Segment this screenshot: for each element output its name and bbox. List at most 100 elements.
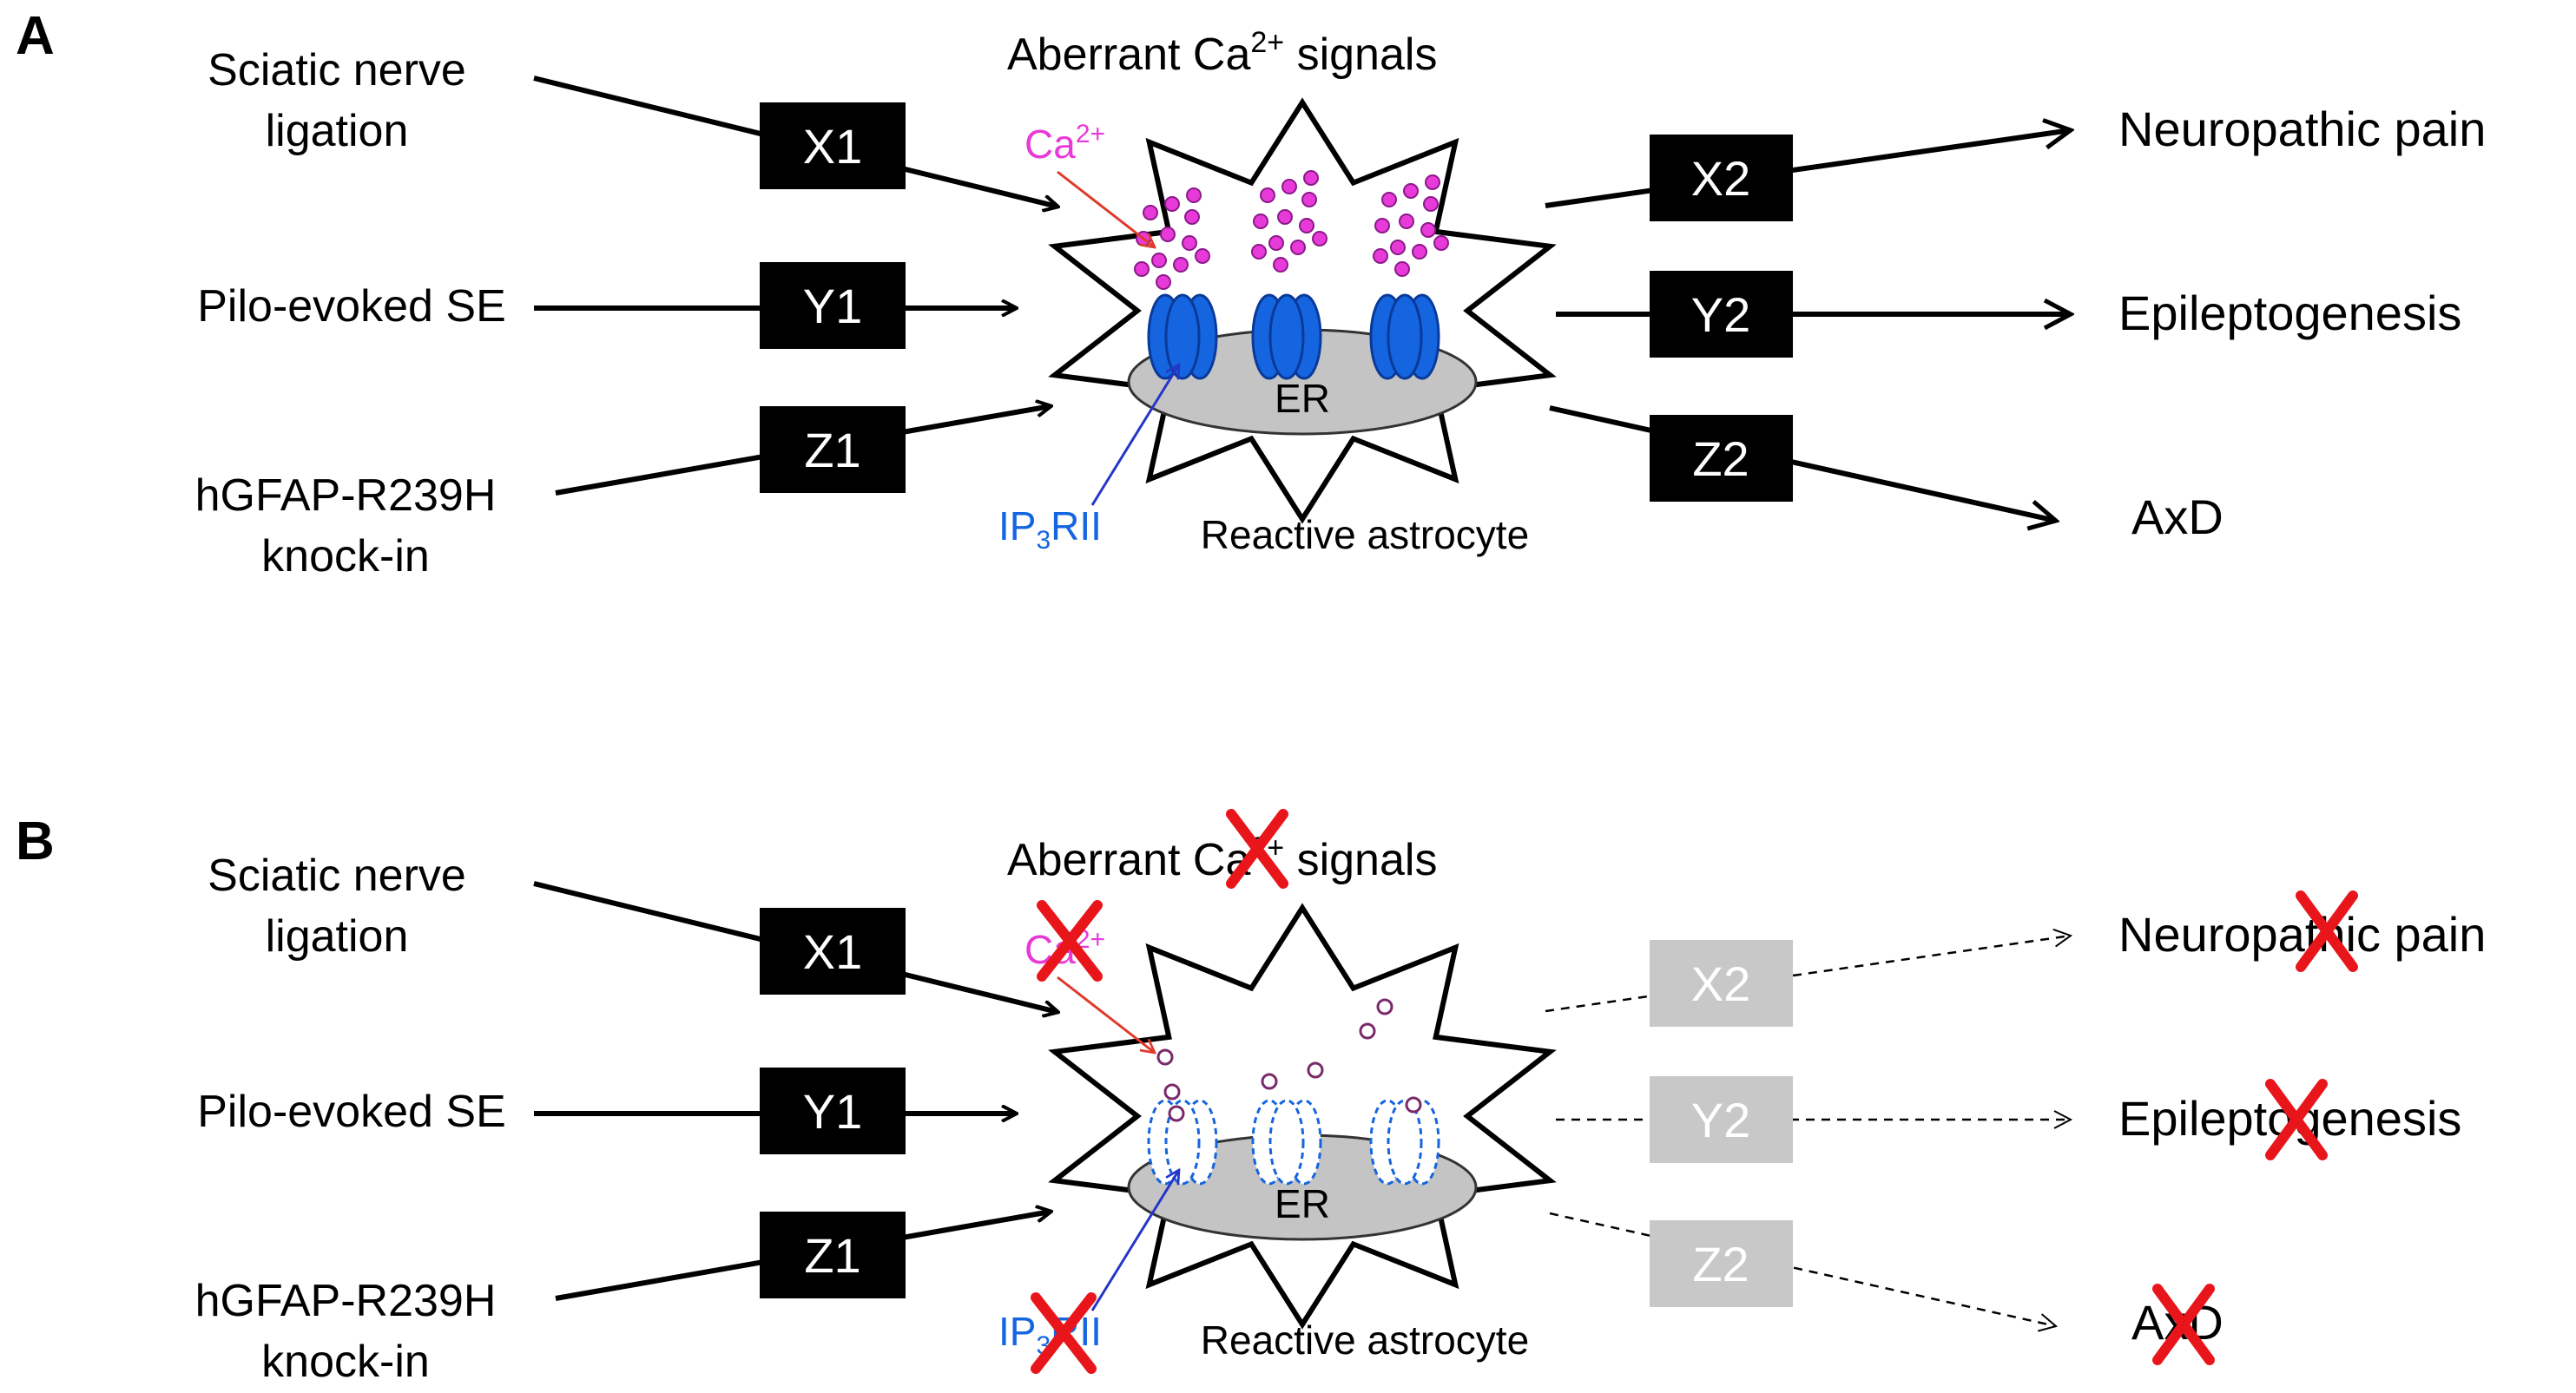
input-box-label-2: Y1 [803, 1084, 863, 1139]
calcium-dot [1186, 187, 1202, 203]
output-box-label-2: Y2 [1691, 287, 1751, 342]
ca-label-superscript: 2+ [1076, 120, 1105, 148]
ip3r-channel-1 [1147, 293, 1218, 380]
calcium-dot [1290, 240, 1306, 255]
calcium-dot [1277, 209, 1293, 225]
cross-icon-epileptogenesis [2265, 1079, 2328, 1160]
ip3r-channel-2 [1251, 293, 1322, 380]
calcium-dot [1273, 257, 1288, 273]
input-label-2-line-1: Pilo-evoked SE [197, 281, 506, 332]
title-main: Aberrant Ca [1007, 835, 1250, 885]
input-label-1-line-1: Sciatic nerve [208, 45, 466, 95]
output-arrow-3 [1549, 1212, 2059, 1332]
astrocyte-label: Reactive astrocyte [1201, 512, 1529, 557]
calcium-dot [1151, 253, 1167, 268]
ip3r-channel-1 [1147, 1099, 1218, 1186]
ip3rii-pointer-arrow [1090, 365, 1179, 506]
ip3r-channel-2 [1251, 1099, 1322, 1186]
output-box-label-3: Z2 [1692, 1237, 1749, 1291]
cross-icon-axd [2152, 1284, 2215, 1365]
input-box-z1 [760, 406, 906, 493]
calcium-dot-residual [1405, 1096, 1422, 1114]
input-box-label-1: X1 [803, 119, 863, 174]
input-label-3-line-1: hGFAP-R239H [195, 470, 497, 521]
input-label-1-line-2: ligation [266, 911, 409, 962]
ip3rii-pointer-arrow [1090, 1170, 1179, 1311]
calcium-dot [1164, 196, 1180, 212]
calcium-dot-residual [1376, 998, 1393, 1015]
output-box-y2 [1650, 271, 1793, 358]
calcium-dot-residual [1261, 1073, 1278, 1090]
calcium-dot [1312, 231, 1328, 246]
input-label-1-line-1: Sciatic nerve [208, 851, 466, 901]
calcium-dot-residual [1168, 1105, 1185, 1122]
calcium-dot [1403, 183, 1419, 199]
astrocyte-label: Reactive astrocyte [1201, 1317, 1529, 1363]
ca-pointer-arrow [1057, 170, 1155, 247]
calcium-dot-residual [1156, 1048, 1174, 1066]
er-label: ER [1275, 1181, 1330, 1226]
calcium-dot [1184, 209, 1200, 225]
input-label-1-line-2: ligation [266, 106, 409, 156]
ca-label: Ca2+ [1024, 120, 1105, 167]
input-box-label-1: X1 [803, 924, 863, 979]
output-box-z2 [1650, 415, 1793, 502]
ip3r-channel-3 [1369, 1099, 1440, 1186]
calcium-dot [1394, 261, 1410, 277]
calcium-dot [1412, 244, 1427, 260]
input-label-3-line-2: knock-in [261, 531, 430, 582]
input-box-y1 [760, 1068, 906, 1154]
input-box-y1 [760, 262, 906, 349]
calcium-dot [1268, 235, 1284, 251]
cross-icon-neuropathic-pain [2296, 890, 2358, 972]
output-box-x2 [1650, 940, 1793, 1027]
input-box-label-3: Z1 [804, 1228, 860, 1283]
calcium-dot [1182, 235, 1197, 251]
calcium-dot [1390, 240, 1406, 255]
ip3rii-label-suffix: RII [1051, 503, 1102, 549]
calcium-dot [1374, 218, 1390, 233]
output-box-label-1: X2 [1691, 151, 1751, 206]
cross-icon-title [1226, 809, 1288, 889]
calcium-dot [1260, 187, 1275, 203]
output-box-label-1: X2 [1691, 956, 1751, 1011]
ip3rii-label-prefix: IP [998, 1309, 1036, 1354]
calcium-dot [1299, 218, 1314, 233]
output-box-label-3: Z2 [1692, 431, 1749, 486]
input-box-z1 [760, 1212, 906, 1298]
output-box-y2 [1650, 1076, 1793, 1163]
calcium-dot [1301, 192, 1317, 207]
calcium-dot [1381, 192, 1397, 207]
panel_b-label: B [16, 811, 55, 871]
input-box-label-3: Z1 [804, 423, 860, 477]
output-box-z2 [1650, 1220, 1793, 1307]
calcium-dot-residual [1163, 1083, 1181, 1101]
output-box-x2 [1650, 135, 1793, 221]
calcium-dot [1281, 179, 1297, 194]
calcium-dot [1134, 261, 1150, 277]
calcium-dot [1195, 248, 1210, 264]
calcium-dot [1425, 174, 1440, 190]
calcium-dot [1143, 205, 1158, 220]
input-label-3-line-2: knock-in [261, 1337, 430, 1387]
ip3rii-label: IP3RII [998, 503, 1102, 555]
title-aberrant-signals: Aberrant Ca2+ signals [1007, 26, 1437, 80]
title-superscript: 2+ [1250, 26, 1284, 59]
title-tail: signals [1284, 835, 1437, 885]
calcium-dot [1156, 274, 1171, 290]
ip3rii-label-prefix: IP [998, 503, 1036, 549]
calcium-dot-residual [1307, 1061, 1324, 1079]
calcium-dot [1160, 227, 1176, 242]
calcium-dot [1303, 170, 1319, 186]
title-aberrant-signals: Aberrant Ca2+ signals [1007, 831, 1437, 885]
ca-pointer-arrow [1057, 976, 1155, 1053]
ca-label-main: Ca [1024, 122, 1076, 167]
input-label-3-line-1: hGFAP-R239H [195, 1276, 497, 1326]
calcium-dot [1251, 244, 1267, 260]
calcium-dot [1253, 214, 1268, 229]
output-arrow-3 [1549, 405, 2056, 521]
output-box-label-2: Y2 [1691, 1093, 1751, 1147]
er-label: ER [1275, 376, 1330, 421]
